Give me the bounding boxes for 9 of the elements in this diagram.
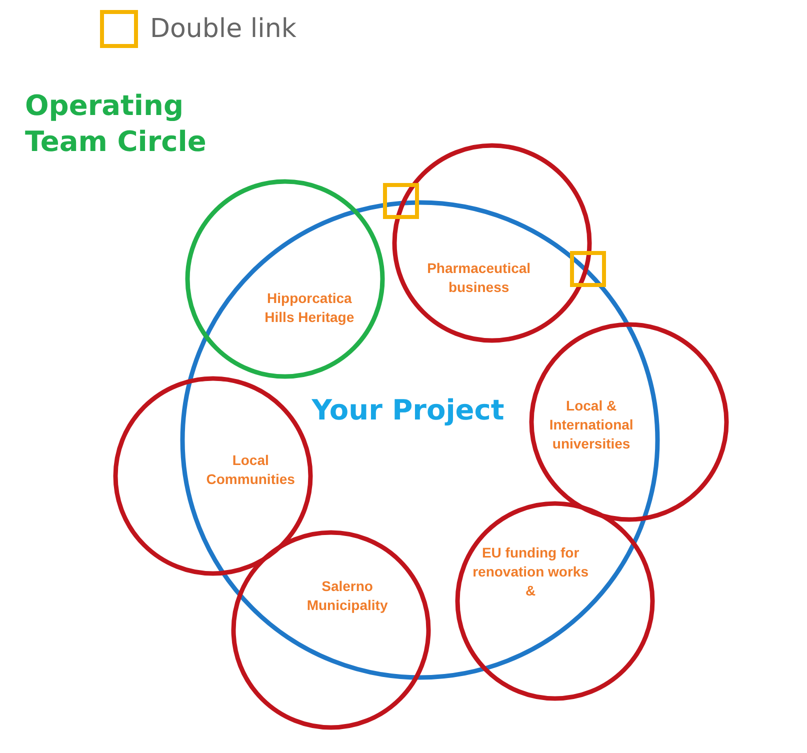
node-label: Hipporcatica Hills Heritage — [264, 289, 356, 328]
node-label: Local & International universities — [548, 396, 634, 454]
node-label: Pharmaceutical business — [426, 259, 532, 298]
node-label: Salerno Municipality — [306, 576, 389, 615]
legend-label: Double link — [150, 14, 296, 44]
project-title: Your Project — [312, 394, 504, 426]
node-label: Local Communities — [205, 450, 296, 489]
circle-heading: Operating Team Circle — [25, 88, 208, 160]
node-label: EU funding for renovation works & — [472, 543, 590, 600]
